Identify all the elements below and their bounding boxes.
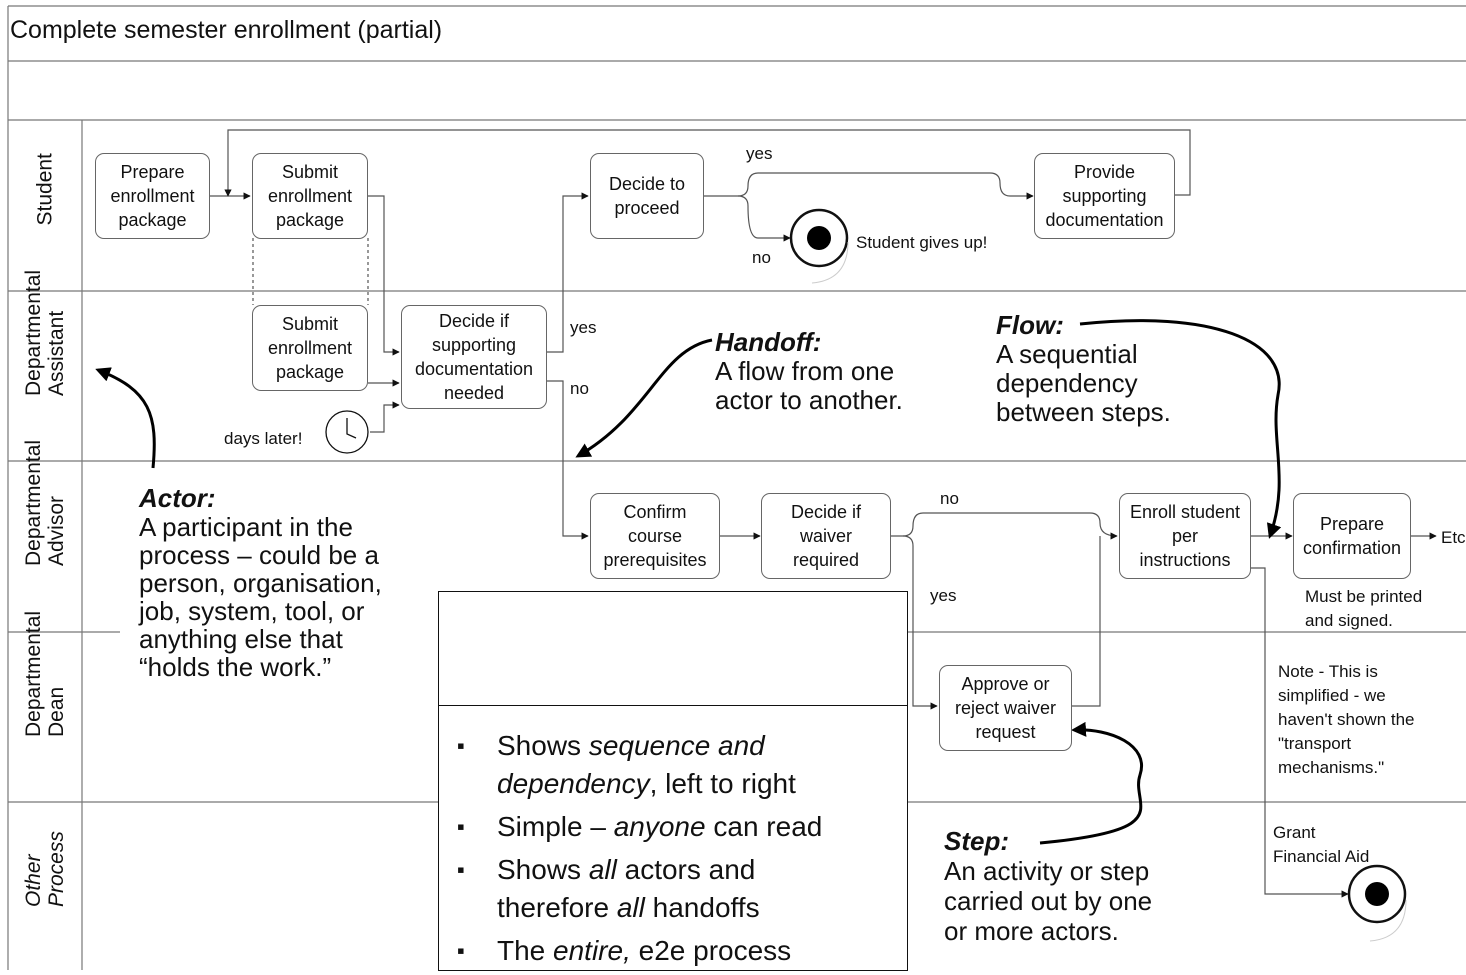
step-annotation-text: An activity or step carried out by one o… (944, 856, 1153, 946)
label-yes-docs: yes (570, 318, 597, 337)
benefits-list: Shows sequence and dependency, left to r… (457, 727, 837, 975)
lane-label-other-process: Other Process (22, 831, 68, 907)
label-student-gives-up: Student gives up! (856, 233, 988, 252)
label-yes-waiver: yes (930, 586, 957, 605)
actor-annotation-text: A participant in the process – could be … (139, 512, 382, 682)
step-provide-supporting-documentation: Provide supporting documentation (1034, 153, 1175, 239)
label-no-proceed: no (752, 248, 771, 267)
step-prepare-confirmation: Prepare confirmation (1293, 493, 1411, 579)
label-must-be-printed: Must be printed and signed. (1305, 587, 1423, 630)
end-event-financial-aid (1347, 864, 1407, 942)
callout-divider (439, 705, 907, 706)
label-yes-proceed: yes (746, 144, 773, 163)
handoff-annotation-text: A flow from one actor to another. (715, 356, 903, 415)
benefit-item: The entire, e2e process (457, 932, 837, 970)
label-no-waiver: no (940, 489, 959, 508)
actor-annotation-title: Actor: (139, 483, 216, 513)
benefit-item: Shows sequence and dependency, left to r… (457, 727, 837, 803)
step-decide-supporting-documentation-needed: Decide if supporting documentation neede… (401, 305, 547, 409)
end-event-student (789, 208, 849, 284)
handoff-annotation-title: Handoff: (715, 327, 822, 357)
step-decide-waiver-required: Decide if waiver required (761, 493, 891, 579)
swimlane-grid (7, 5, 1466, 970)
step-annotation-title: Step: (944, 826, 1009, 856)
note-simplified: Note - This is simplified - we haven't s… (1278, 662, 1415, 777)
label-days-later: days later! (224, 429, 303, 448)
lane-label-assistant: Departmental Assistant (22, 269, 68, 396)
diagram-title: Complete semester enrollment (partial) (10, 16, 443, 44)
step-enroll-student: Enroll student per instructions (1119, 493, 1251, 579)
annotation-arrows (95, 319, 1282, 845)
lane-label-advisor: Departmental Advisor (22, 439, 68, 566)
step-confirm-course-prerequisites: Confirm course prerequisites (590, 493, 720, 579)
step-submit-enrollment-package-student: Submit enrollment package (252, 153, 368, 239)
benefit-item: Simple – anyone can read (457, 808, 837, 846)
lane-label-dean: Departmental Dean (22, 610, 68, 737)
flow-annotation-title: Flow: (996, 310, 1064, 340)
step-decide-to-proceed: Decide to proceed (590, 153, 704, 239)
label-no-docs: no (570, 379, 589, 398)
timer-icon (325, 410, 369, 454)
benefits-callout: Shows sequence and dependency, left to r… (438, 591, 908, 971)
label-etc: Etc (1441, 528, 1466, 547)
step-prepare-enrollment-package: Prepare enrollment package (95, 153, 210, 239)
flow-lines (210, 129, 1437, 898)
label-grant-financial-aid: Grant Financial Aid (1273, 823, 1370, 866)
flow-annotation-text: A sequential dependency between steps. (996, 339, 1171, 427)
step-approve-reject-waiver: Approve or reject waiver request (939, 665, 1072, 751)
step-submit-enrollment-package-assistant: Submit enrollment package (252, 305, 368, 391)
benefit-item: Shows all actors and therefore all hando… (457, 851, 837, 927)
lane-label-student: Student (33, 153, 57, 226)
